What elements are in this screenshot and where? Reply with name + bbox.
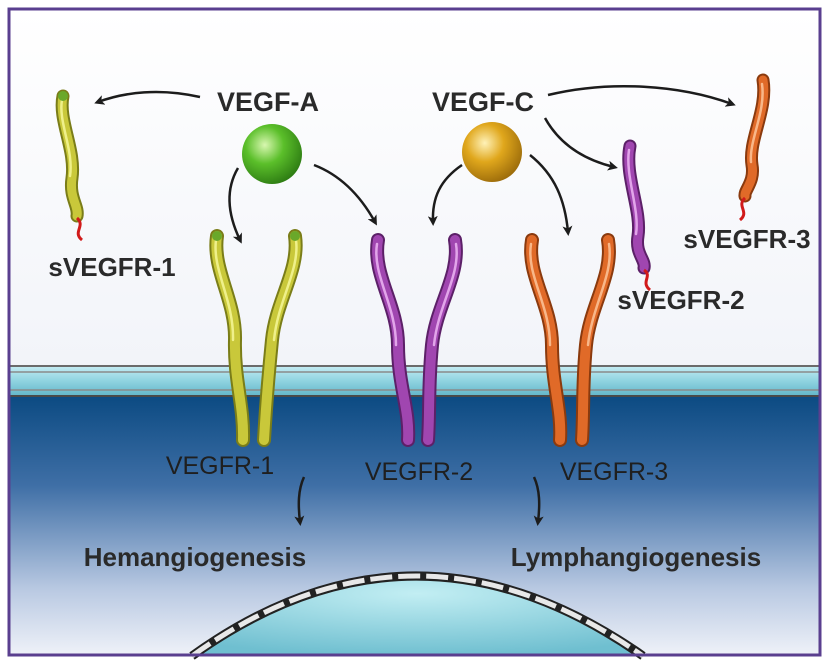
vegfr1-label: VEGFR-1 [166,452,274,480]
nucleus [189,571,646,660]
svegfr2-molecule [622,139,652,292]
vegfr3-molecule [524,233,616,447]
svegfr3-molecule [738,73,771,222]
vegf-a-ligand [242,124,302,184]
arrow-vegfc-to-vegfr2 [427,163,463,226]
arrow-vegfc-to-svegfr3 [547,85,736,107]
arrow-vegfa-to-svegfr1 [94,90,201,105]
hemangiogenesis-label: Hemangiogenesis [84,542,307,572]
arrow-vegfc-to-svegfr2 [543,117,618,171]
vegf-c-label: VEGF-C [432,87,534,117]
vegfr2-molecule [370,233,463,447]
vegfr3-label: VEGFR-3 [560,458,668,486]
arrow-vegfc-to-vegfr3 [529,154,573,236]
vegf-a-label: VEGF-A [217,87,319,117]
arrow-vegfa-to-vegfr2 [313,163,377,226]
svegfr3-label: sVEGFR-3 [683,224,810,254]
cell-membrane [10,365,819,397]
vegfr2-label: VEGFR-2 [365,458,473,486]
svegfr1-label: sVEGFR-1 [48,252,175,282]
svegfr1-molecule [55,89,84,242]
lymphangiogenesis-label: Lymphangiogenesis [511,542,761,572]
vegf-c-ligand [462,122,522,182]
arrow-to-lymphangiogenesis [532,476,544,526]
figure-frame [7,7,822,657]
arrow-vegfa-to-vegfr1 [228,167,242,244]
svegfr2-label: sVEGFR-2 [617,285,744,315]
binding-arrows [94,85,736,526]
vegfr1-molecule [209,229,303,447]
arrow-to-hemangiogenesis [294,476,306,526]
extracellular-space [10,10,819,366]
